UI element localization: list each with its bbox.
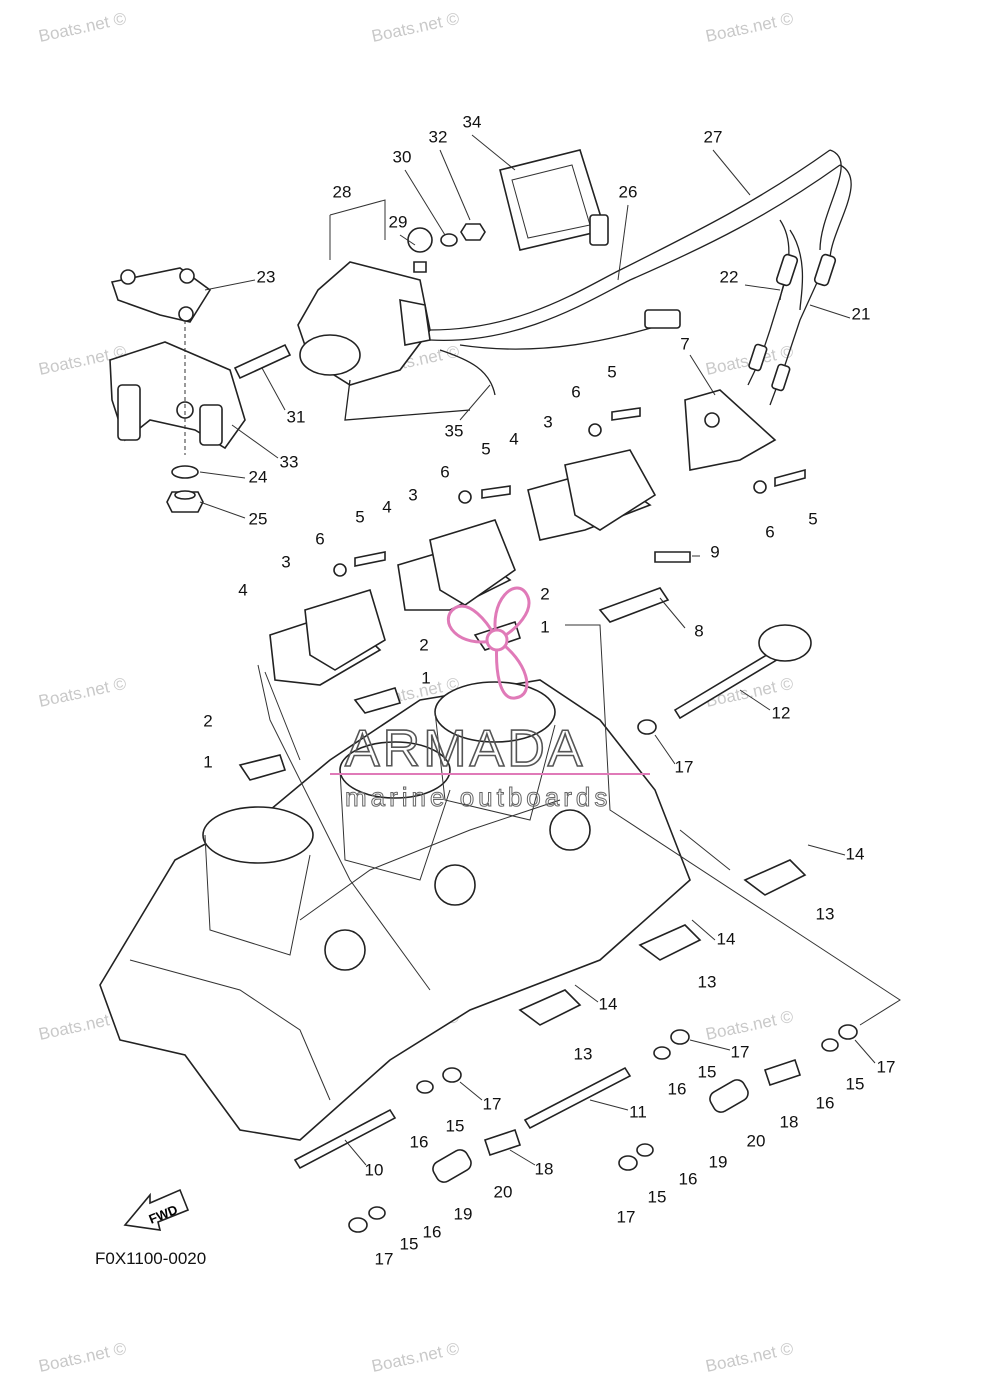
callout-22: 22 xyxy=(720,267,739,286)
callout-14: 14 xyxy=(846,844,865,863)
callout-20: 20 xyxy=(747,1131,766,1150)
watermark-text: Boats.net © xyxy=(370,9,462,46)
callout-2: 2 xyxy=(203,711,212,730)
callout-4: 4 xyxy=(238,580,247,599)
callout-15: 15 xyxy=(400,1234,419,1253)
watermark-text: Boats.net © xyxy=(370,1339,462,1376)
callout-6: 6 xyxy=(571,382,580,401)
callout-1: 1 xyxy=(540,617,549,636)
callout-5: 5 xyxy=(607,362,616,381)
callout-15: 15 xyxy=(648,1187,667,1206)
callout-3: 3 xyxy=(281,552,290,571)
watermark-text: Boats.net © xyxy=(37,674,129,711)
callout-1: 1 xyxy=(421,668,430,687)
callout-6: 6 xyxy=(765,522,774,541)
callout-25: 25 xyxy=(249,509,268,528)
wire-harness xyxy=(344,149,852,421)
callout-9: 9 xyxy=(710,542,719,561)
callout-2: 2 xyxy=(540,584,549,603)
callout-13: 13 xyxy=(698,972,717,991)
callout-6: 6 xyxy=(440,462,449,481)
leader-lines xyxy=(199,134,901,1166)
callout-16: 16 xyxy=(423,1222,442,1241)
watermark-text: Boats.net © xyxy=(704,9,796,46)
callout-19: 19 xyxy=(709,1152,728,1171)
callout-27: 27 xyxy=(704,127,723,146)
callout-23: 23 xyxy=(257,267,276,286)
callout-13: 13 xyxy=(816,904,835,923)
watermark-text: Boats.net © xyxy=(704,1007,796,1044)
callout-1: 1 xyxy=(203,752,212,771)
diagram-code: F0X1100-0020 xyxy=(95,1249,206,1268)
throttle-sensor xyxy=(233,223,486,386)
callout-16: 16 xyxy=(816,1093,835,1112)
callout-21: 21 xyxy=(852,304,871,323)
cylinder-block xyxy=(99,679,691,1141)
callout-33: 33 xyxy=(280,452,299,471)
covers-and-gaskets xyxy=(269,407,806,686)
watermark-text: Boats.net © xyxy=(704,1339,796,1376)
callout-32: 32 xyxy=(429,127,448,146)
callout-26: 26 xyxy=(619,182,638,201)
logo-subtext: marine outboards xyxy=(345,782,611,812)
callout-10: 10 xyxy=(365,1160,384,1179)
shafts-and-fittings xyxy=(238,551,858,1233)
callout-14: 14 xyxy=(717,929,736,948)
callout-12: 12 xyxy=(772,703,791,722)
callout-16: 16 xyxy=(668,1079,687,1098)
callout-14: 14 xyxy=(599,994,618,1013)
callout-17: 17 xyxy=(877,1057,896,1076)
bracket xyxy=(684,389,777,471)
fwd-arrow xyxy=(123,1188,190,1231)
callout-13: 13 xyxy=(574,1044,593,1063)
callout-4: 4 xyxy=(382,497,391,516)
watermark-text: Boats.net © xyxy=(37,1339,129,1376)
callout-17: 17 xyxy=(675,757,694,776)
callout-17: 17 xyxy=(375,1249,394,1268)
watermark-text: Boats.net © xyxy=(37,9,129,46)
callout-28: 28 xyxy=(333,182,352,201)
callout-4: 4 xyxy=(509,429,518,448)
callout-3: 3 xyxy=(543,412,552,431)
callout-8: 8 xyxy=(694,621,703,640)
cables xyxy=(747,253,837,406)
callout-17: 17 xyxy=(617,1207,636,1226)
callout-5: 5 xyxy=(481,439,490,458)
logo-text: ARMADA xyxy=(345,720,585,778)
callout-3: 3 xyxy=(408,485,417,504)
callout-24: 24 xyxy=(249,467,268,486)
callout-19: 19 xyxy=(454,1204,473,1223)
callout-35: 35 xyxy=(445,421,464,440)
callout-29: 29 xyxy=(389,212,408,231)
callout-7: 7 xyxy=(680,334,689,353)
callout-5: 5 xyxy=(808,509,817,528)
callout-6: 6 xyxy=(315,529,324,548)
callout-17: 17 xyxy=(731,1042,750,1061)
callout-2: 2 xyxy=(419,635,428,654)
callout-5: 5 xyxy=(355,507,364,526)
line-art xyxy=(99,134,901,1233)
callout-31: 31 xyxy=(287,407,306,426)
callout-15: 15 xyxy=(698,1062,717,1081)
callout-16: 16 xyxy=(679,1169,698,1188)
callout-34: 34 xyxy=(463,112,482,131)
callout-16: 16 xyxy=(410,1132,429,1151)
callout-15: 15 xyxy=(446,1116,465,1135)
callout-11: 11 xyxy=(629,1102,647,1121)
callout-20: 20 xyxy=(494,1182,513,1201)
callout-15: 15 xyxy=(846,1074,865,1093)
callout-30: 30 xyxy=(393,147,412,166)
control-box xyxy=(499,149,609,251)
callout-18: 18 xyxy=(780,1112,799,1131)
sensor-bracket xyxy=(109,267,246,513)
armada-logo: ARMADA marine outboards xyxy=(330,586,650,813)
callout-18: 18 xyxy=(535,1159,554,1178)
propeller-icon xyxy=(447,586,531,700)
callout-17: 17 xyxy=(483,1094,502,1113)
